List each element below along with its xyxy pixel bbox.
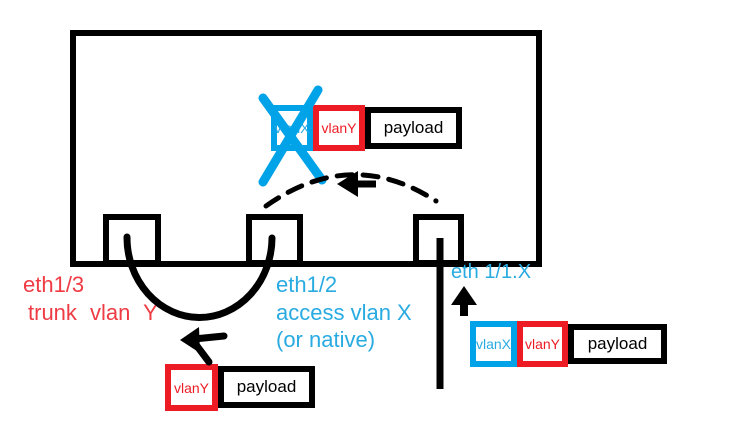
egress-arrow-left	[180, 327, 228, 366]
payload-label: payload	[236, 377, 297, 396]
packet-egress-vlany-tag: vlanY	[165, 364, 218, 411]
payload-label: payload	[383, 118, 444, 137]
label-eth1-3: eth1/3	[23, 272, 85, 297]
vlany-tag-label: vlanY	[524, 336, 561, 352]
packet-ingress-payload: payload	[568, 324, 667, 364]
ingress-arrow-up	[451, 286, 477, 316]
packet-inswitch-payload: payload	[365, 107, 462, 149]
vlany-tag-label: vlanY	[173, 379, 210, 396]
label-trunk-vlan-y: trunk vlan Y	[28, 300, 158, 325]
vlanx-tag-label: vlanX	[274, 120, 310, 136]
arrow-head-up-icon	[451, 286, 477, 305]
packet-inswitch-vlanx-tag: vlanX	[271, 105, 313, 151]
arrow-head-left-icon	[180, 327, 200, 353]
switch-chassis	[70, 30, 542, 267]
arrow-shaft	[190, 332, 228, 343]
port-eth1-3	[103, 214, 161, 266]
label-access-vlan-x: access vlan X	[276, 300, 412, 325]
label-eth1-1x: eth 1/1.X	[451, 261, 532, 283]
packet-ingress-vlany-tag: vlanY	[517, 321, 568, 367]
packet-egress-payload: payload	[218, 366, 315, 408]
arrow-tail	[193, 342, 213, 366]
port-eth1-1x	[413, 214, 464, 266]
packet-ingress-vlanx-tag: vlanX	[470, 321, 517, 367]
vlany-tag-label: vlanY	[321, 120, 357, 136]
label-or-native: (or native)	[276, 327, 376, 352]
packet-inswitch-vlany-tag: vlanY	[313, 105, 365, 151]
payload-label: payload	[587, 334, 648, 353]
vlanx-tag-label: vlanX	[475, 336, 512, 352]
port-eth1-2	[246, 214, 303, 266]
label-eth1-2: eth1/2	[276, 272, 338, 297]
